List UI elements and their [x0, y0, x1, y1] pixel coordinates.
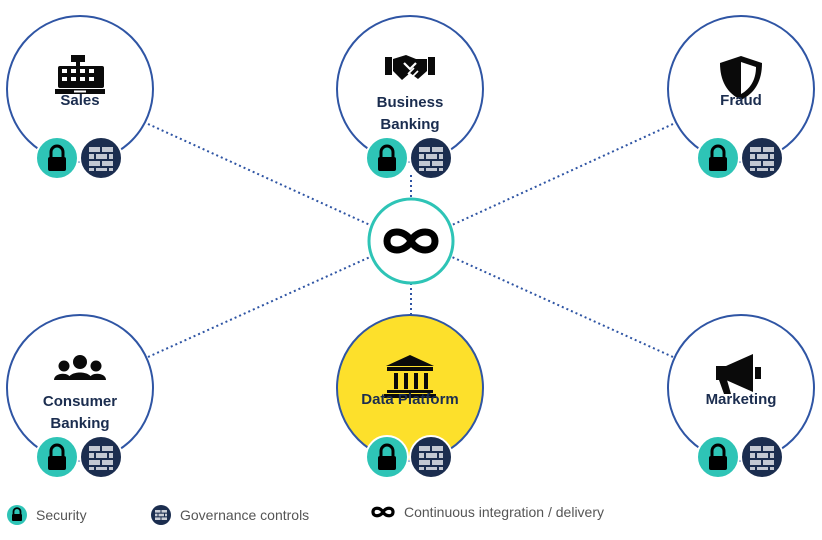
legend-security: Security — [6, 504, 87, 526]
connector-sales — [147, 123, 371, 226]
node-label: Data Platform — [361, 391, 459, 408]
legend-governance: Governance controls — [150, 504, 309, 526]
governance-badge — [409, 136, 453, 180]
cash-register-icon — [55, 55, 105, 94]
megaphone-icon — [716, 354, 761, 394]
lock-icon — [709, 443, 727, 470]
connectors — [147, 123, 674, 358]
legend-governance-label: Governance controls — [180, 507, 310, 523]
brick-wall-icon — [750, 446, 774, 470]
brick-wall-icon — [750, 147, 774, 171]
connector-fraud — [451, 123, 674, 226]
infinity-icon — [371, 506, 395, 518]
node-label: Banking — [380, 116, 439, 133]
governance-badge — [740, 136, 784, 180]
connector-consumer-banking — [147, 256, 371, 358]
node-fraud: Fraud — [667, 15, 815, 180]
legend-ci-cd: Continuous integration / delivery — [370, 504, 604, 520]
hub — [367, 197, 455, 285]
governance-badge — [79, 136, 123, 180]
handshake-icon — [385, 55, 435, 80]
lock-icon — [48, 144, 66, 171]
node-label: Sales — [60, 92, 99, 109]
users-icon — [54, 355, 106, 380]
lock-icon — [7, 505, 27, 525]
node-sales: Sales — [6, 15, 154, 180]
lock-icon — [709, 144, 727, 171]
node-label: Fraud — [720, 92, 762, 109]
legend: Security Governance controls Continuous … — [0, 500, 822, 532]
brick-wall-icon — [89, 147, 113, 171]
shield-icon — [720, 56, 762, 100]
security-badge — [35, 435, 79, 479]
legend-security-label: Security — [36, 507, 87, 523]
brick-wall-icon — [419, 147, 443, 171]
lock-icon — [378, 144, 396, 171]
legend-ci-cd-label: Continuous integration / delivery — [404, 504, 605, 520]
lock-icon — [378, 443, 396, 470]
node-label: Consumer — [43, 393, 117, 410]
brick-wall-icon — [419, 446, 443, 470]
node-circle — [6, 314, 154, 462]
security-badge — [35, 136, 79, 180]
node-label: Marketing — [706, 391, 777, 408]
infinity-icon — [383, 228, 439, 254]
node-marketing: Marketing — [667, 314, 815, 479]
security-badge — [365, 136, 409, 180]
security-badge — [696, 435, 740, 479]
governance-badge — [79, 435, 123, 479]
bank-icon — [384, 355, 436, 398]
brick-wall-icon — [89, 446, 113, 470]
connector-marketing — [451, 256, 674, 358]
governance-badge — [409, 435, 453, 479]
node-label: Business — [377, 94, 444, 111]
node-circle — [336, 15, 484, 163]
lock-icon — [48, 443, 66, 470]
brick-wall-icon — [151, 505, 171, 525]
node-circle — [336, 314, 484, 462]
node-circle — [667, 314, 815, 462]
node-data-platform: Data Platform — [336, 314, 484, 479]
security-badge — [365, 435, 409, 479]
governance-badge — [740, 435, 784, 479]
node-label: Banking — [50, 415, 109, 432]
security-badge — [696, 136, 740, 180]
